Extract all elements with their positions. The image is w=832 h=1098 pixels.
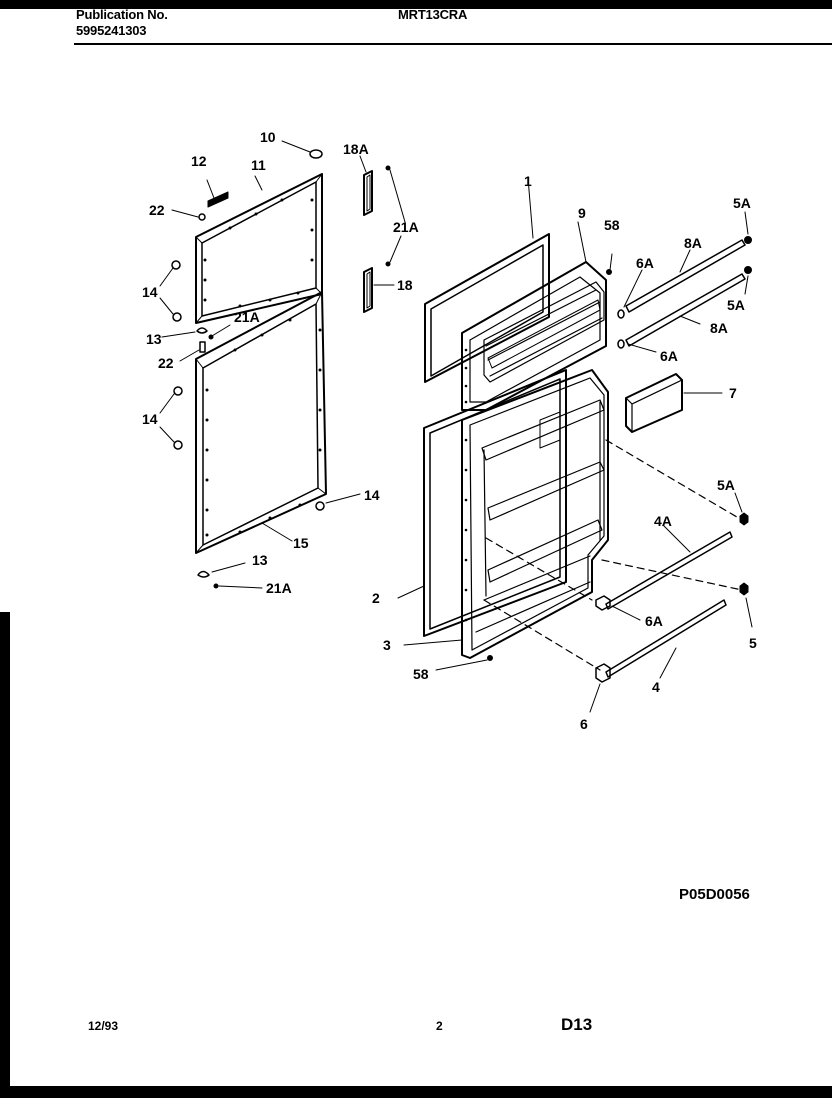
bottom-border [0, 1086, 832, 1098]
callout-18: 18 [397, 277, 413, 293]
part-3-screws [464, 438, 468, 622]
callout-8A-lower: 8A [710, 320, 728, 336]
freezer-door-panel [195, 173, 323, 324]
callout-22-lower: 22 [158, 355, 174, 371]
callout-labels: 10 12 11 22 14 13 21A 22 14 14 15 13 21A… [142, 129, 757, 732]
callout-6A-lower: 6A [645, 613, 663, 629]
footer-section: D13 [561, 1015, 593, 1034]
callout-11: 11 [251, 157, 266, 173]
callout-21A-lower: 21A [266, 580, 292, 596]
part-2-lower-gasket [397, 369, 567, 637]
part-12-bracket [206, 179, 229, 208]
callout-7: 7 [729, 385, 737, 401]
footer-page: 2 [436, 1019, 443, 1033]
callout-5A-second: 5A [727, 297, 745, 313]
callout-12: 12 [191, 153, 207, 169]
part-9-upper-door-liner [461, 221, 613, 411]
callout-58-lower: 58 [413, 666, 429, 682]
callout-14-lower: 14 [364, 487, 380, 503]
top-border [0, 0, 832, 9]
callout-4A: 4A [654, 513, 672, 529]
part-7-bin [625, 373, 723, 433]
left-upper-hardware [159, 209, 231, 362]
scan-edge [0, 612, 10, 1086]
callout-6A-middle: 6A [660, 348, 678, 364]
callout-18A: 18A [343, 141, 369, 157]
callout-2: 2 [372, 590, 380, 606]
part-9-screws [464, 348, 468, 404]
part-1-upper-gasket [424, 177, 550, 383]
callout-9: 9 [578, 205, 586, 221]
diagram-code: P05D0056 [679, 886, 750, 903]
callout-15: 15 [293, 535, 309, 551]
callout-4: 4 [652, 679, 660, 695]
callout-3: 3 [383, 637, 391, 653]
callout-14-upper: 14 [142, 284, 158, 300]
callout-5A-lower: 5A [717, 477, 735, 493]
handle-18A [359, 155, 406, 223]
freezer-panel-screws [203, 198, 314, 308]
fresh-food-panel-screws [205, 318, 322, 537]
callout-21A-upper: 21A [234, 309, 260, 325]
part-10-cap [281, 140, 323, 159]
callout-58-upper: 58 [604, 217, 620, 233]
footer-date: 12/93 [88, 1019, 119, 1033]
callout-6A-upper: 6A [636, 255, 654, 271]
publication-label: Publication No. [76, 7, 168, 22]
callout-14-middle: 14 [142, 411, 158, 427]
callout-1: 1 [524, 173, 532, 189]
callout-13-upper: 13 [146, 331, 162, 347]
part-3-lower-door-liner [403, 369, 609, 671]
callout-8A-upper: 8A [684, 235, 702, 251]
left-lower-hardware [159, 386, 361, 589]
callout-5: 5 [749, 635, 757, 651]
fresh-food-door-panel [195, 291, 327, 554]
callout-5A-top: 5A [733, 195, 751, 211]
model-number: MRT13CRA [398, 7, 468, 22]
callout-13-lower: 13 [252, 552, 268, 568]
handle-18 [363, 235, 402, 313]
callout-6: 6 [580, 716, 588, 732]
callout-22-upper: 22 [149, 202, 165, 218]
header-rule [74, 43, 832, 45]
rods-4 [589, 492, 753, 713]
callout-10: 10 [260, 129, 276, 145]
dashed-shelf-lines [483, 439, 743, 671]
callout-21A-handle: 21A [393, 219, 419, 235]
publication-number: 5995241303 [76, 23, 147, 38]
rods-8A [617, 211, 752, 353]
